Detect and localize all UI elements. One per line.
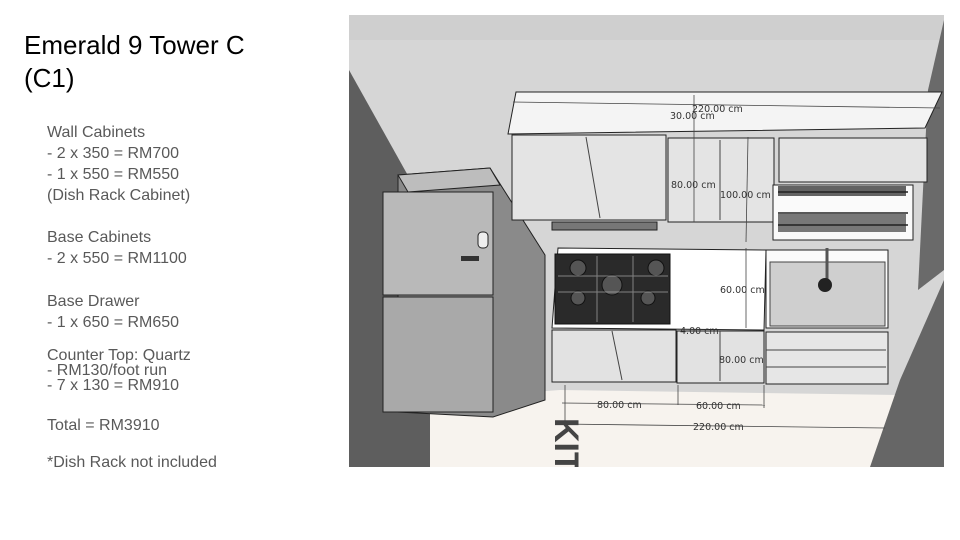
dim-bottom-width: 220.00 cm	[693, 422, 744, 433]
dim-counter-thickness: 4.00 cm	[680, 326, 719, 337]
counter-top-section: Counter Top: Quartz - RM130/foot run - 7…	[47, 347, 191, 394]
dimension-lines	[512, 95, 941, 429]
dim-upper-height: 80.00 cm	[671, 180, 716, 191]
base-drawer	[765, 331, 889, 385]
floor	[430, 390, 944, 467]
base-cabinets-line: - 2 x 550 = RM1100	[47, 250, 187, 267]
base-cabinets-section: Base Cabinets - 2 x 550 = RM1100	[47, 227, 187, 269]
floor-text: KITC	[547, 418, 585, 467]
base-cabinets-heading: Base Cabinets	[47, 229, 152, 246]
slide-title: Emerald 9 Tower C (C1)	[24, 29, 245, 95]
wall-cabinets-heading: Wall Cabinets	[47, 124, 146, 141]
wall-cabinets-section: Wall Cabinets - 2 x 350 = RM700 - 1 x 55…	[47, 122, 190, 206]
wall-cabinets-line: (Dish Rack Cabinet)	[47, 187, 191, 204]
wall-cabinets-line: - 1 x 550 = RM550	[47, 166, 180, 183]
dim-base-height: 80.00 cm	[719, 355, 764, 366]
dim-top-width: 220.00 cm	[692, 104, 743, 115]
base-drawer-section: Base Drawer - 1 x 650 = RM650	[47, 291, 179, 333]
dim-gap-height: 100.00 cm	[720, 190, 771, 201]
dim-counter-depth: 60.00 cm	[720, 285, 765, 296]
dimension-labels: 220.00 cm 30.00 cm 80.00 cm 100.00 cm 60…	[597, 104, 771, 433]
base-drawer-line: - 1 x 650 = RM650	[47, 314, 180, 331]
wall-cabinets-line: - 2 x 350 = RM700	[47, 145, 180, 162]
base-cabinets	[551, 329, 889, 385]
title-line-1: Emerald 9 Tower C	[24, 30, 245, 60]
upper-cabinets	[507, 91, 943, 241]
counter-top-line: - RM130/foot run	[47, 362, 168, 379]
countertop	[551, 247, 889, 331]
counter-top-line: - 7 x 130 = RM910	[47, 377, 180, 394]
dim-upper-depth: 30.00 cm	[670, 111, 715, 122]
dim-base-left-width: 80.00 cm	[597, 400, 642, 411]
refrigerator	[382, 167, 546, 418]
right-wall-upper	[918, 20, 944, 290]
counter-top-heading: Counter Top: Quartz	[47, 347, 191, 364]
kitchen-rendering: KITC	[349, 15, 944, 467]
dim-base-mid-width: 60.00 cm	[696, 401, 741, 412]
ceiling	[349, 15, 944, 40]
title-line-2: (C1)	[24, 63, 75, 93]
range-hood	[551, 221, 658, 231]
total-text: Total = RM3910	[47, 417, 160, 434]
base-drawer-heading: Base Drawer	[47, 293, 140, 310]
right-wall-lower	[870, 280, 944, 467]
note-text: *Dish Rack not included	[47, 454, 217, 471]
